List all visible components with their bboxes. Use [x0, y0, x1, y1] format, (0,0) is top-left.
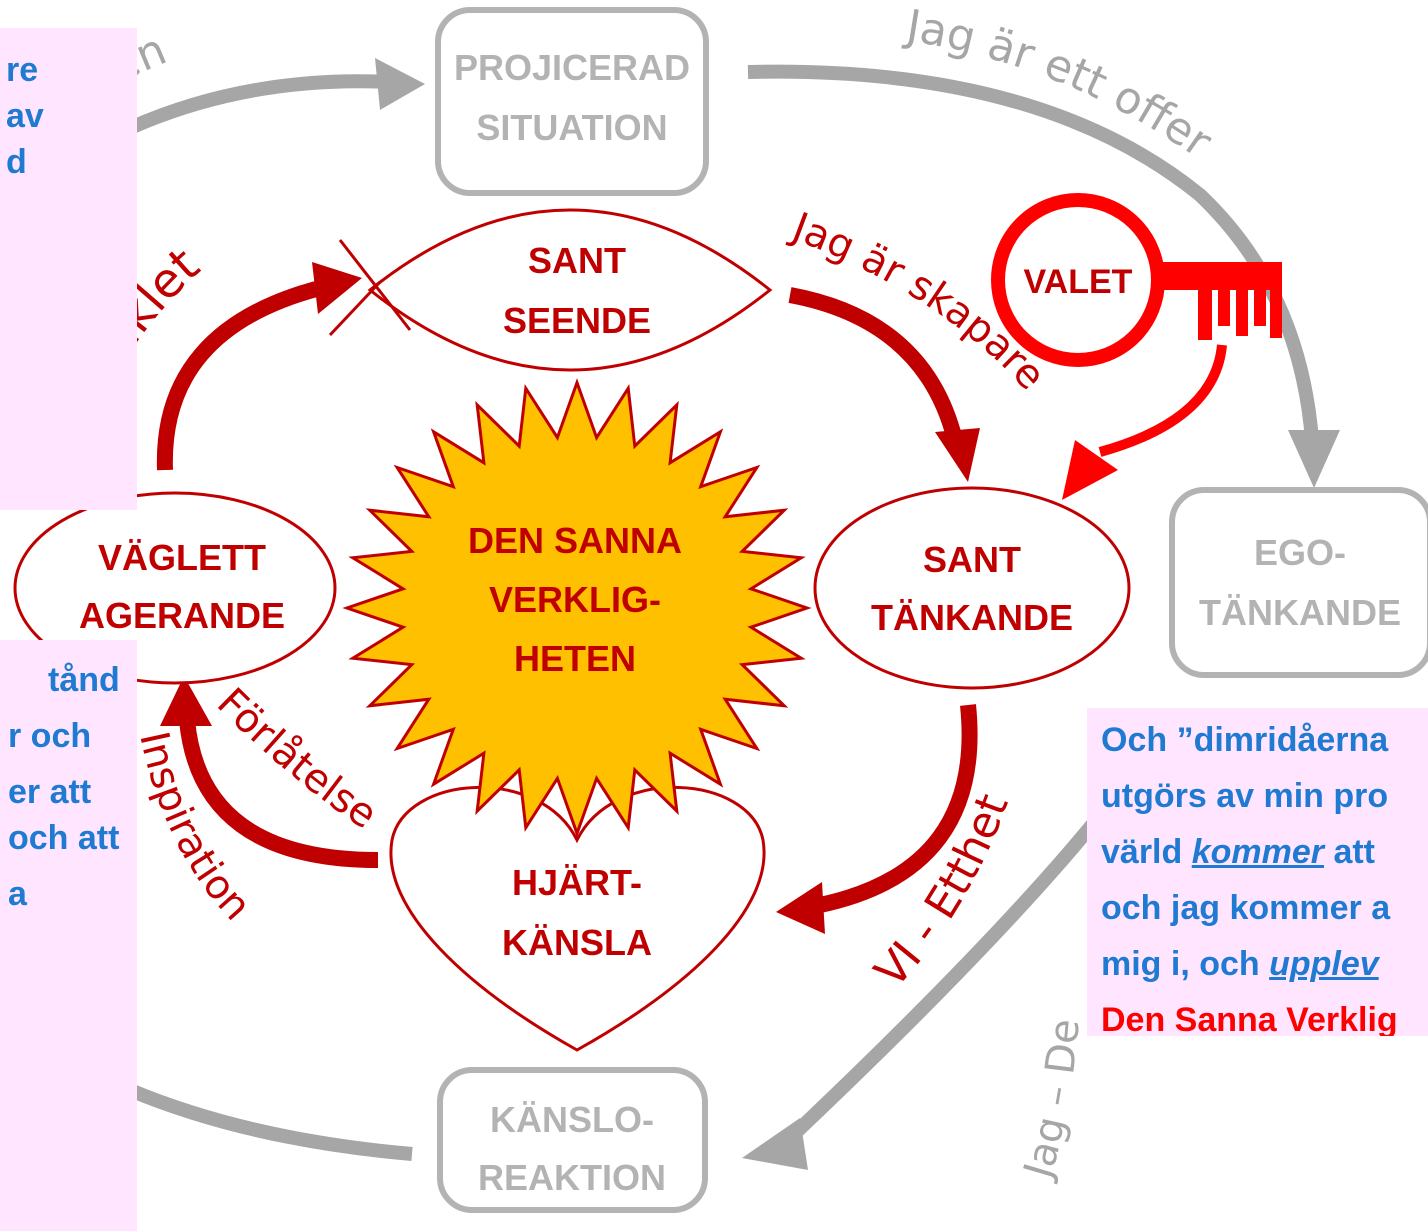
kanslo-reaktion-node: KÄNSLO- REAKTION: [437, 1067, 708, 1213]
valet-key-icon: VALET: [991, 193, 1282, 500]
arc-label-vi-etthet: VI - Etthet: [865, 787, 1018, 997]
red-arrowhead-vaglett: [160, 676, 212, 726]
valet-arrowhead: [1062, 440, 1118, 500]
note-bottom-left-line: a: [8, 875, 27, 913]
note-bottom-left-line: er att: [8, 773, 92, 811]
vaglett-agerande-node: VÄGLETT AGERANDE: [13, 491, 337, 685]
vaglett-label-1: VÄGLETT: [98, 537, 266, 578]
sant-seende-node: SANT SEENDE: [328, 208, 773, 372]
projicerad-situation-node: PROJICERAD SITUATION: [435, 7, 709, 196]
red-arrowhead-sant-tankande: [935, 428, 980, 482]
valet-label: VALET: [1024, 263, 1133, 301]
inner-cycle-arrows: [156, 262, 980, 934]
projicerad-label-2: SITUATION: [476, 107, 667, 148]
projicerad-label-1: PROJICERAD: [454, 47, 690, 88]
grey-arrowhead-ego: [1288, 430, 1340, 488]
sant-seende-label-1: SANT: [528, 240, 626, 281]
valet-arrow: [1098, 344, 1227, 457]
red-arrow-to-hjartkansla: [818, 704, 978, 913]
grey-arrowhead-kanslo: [742, 1118, 808, 1170]
grey-arrowhead-projicerad: [375, 58, 425, 110]
ego-tankande-node: EGO- TÄNKANDE: [1169, 487, 1428, 678]
note-right-line-6: Den Sanna Verklig: [1101, 1001, 1398, 1036]
center-label-1: DEN SANNA: [468, 520, 682, 561]
grey-arrow-to-left: [127, 1083, 413, 1161]
sant-tankande-node: SANT TÄNKANDE: [813, 486, 1131, 690]
kanslo-label-2: REAKTION: [478, 1157, 666, 1198]
note-bottom-left: tånd r och er att och att a: [0, 640, 137, 1231]
red-arrow-to-sant-seende: [156, 280, 323, 471]
note-bottom-left-line: r och: [8, 717, 92, 755]
red-arrowhead-hjartkansla: [776, 882, 825, 934]
red-arrow-to-sant-tankande: [788, 287, 963, 442]
hjartkansla-label-1: HJÄRT-: [512, 862, 642, 903]
note-right-line-2: utgörs av min pro: [1101, 777, 1389, 815]
note-top-left-line: d: [6, 143, 27, 181]
vaglett-label-2: AGERANDE: [79, 595, 285, 636]
red-arrow-to-vaglett: [179, 719, 379, 868]
center-label-2: VERKLIG-: [489, 579, 661, 620]
den-sanna-verkligheten-node: DEN SANNA VERKLIG- HETEN: [342, 378, 812, 838]
kanslo-label-1: KÄNSLO-: [490, 1099, 654, 1140]
center-label-3: HETEN: [514, 638, 636, 679]
sant-seende-label-2: SEENDE: [503, 300, 651, 341]
ego-label-2: TÄNKANDE: [1199, 592, 1401, 633]
arc-label-jag-de: Jag – De: [1015, 1017, 1089, 1186]
note-bottom-left-line: och att: [8, 819, 120, 857]
sant-tankande-label-2: TÄNKANDE: [871, 597, 1073, 638]
sun-star-shape: [342, 378, 812, 838]
note-right-line-5-a: mig i, och: [1101, 945, 1270, 983]
note-right: Och ”dimridåerna utgörs av min pro värld…: [1087, 708, 1428, 1036]
ego-label-1: EGO-: [1254, 532, 1346, 573]
note-right-line-3-b: att: [1324, 833, 1375, 871]
note-right-line-5: mig i, och upplev: [1101, 936, 1428, 992]
note-right-line-3: värld kommer att: [1101, 824, 1428, 880]
note-bottom-left-line: tånd: [48, 661, 120, 699]
note-top-left: re av d: [0, 28, 137, 510]
red-arrowhead-sant-seende: [312, 262, 362, 314]
note-top-left-line: av: [6, 97, 44, 135]
note-right-line-5-u: upplev: [1269, 945, 1379, 983]
grey-arrow-to-projicerad: [111, 74, 391, 142]
hjartkansla-node: HJÄRT- KÄNSLA: [389, 785, 766, 1052]
hjartkansla-label-2: KÄNSLA: [502, 922, 652, 963]
grey-arrow-to-ego: [747, 64, 1319, 441]
sant-tankande-label-1: SANT: [923, 539, 1021, 580]
note-right-line-3-a: värld: [1101, 833, 1192, 871]
note-right-line-4: och jag kommer a: [1101, 889, 1391, 927]
note-top-left-line: re: [6, 51, 39, 89]
note-right-line-1: Och ”dimridåerna: [1101, 721, 1389, 759]
note-right-line-3-u: kommer: [1191, 833, 1324, 871]
